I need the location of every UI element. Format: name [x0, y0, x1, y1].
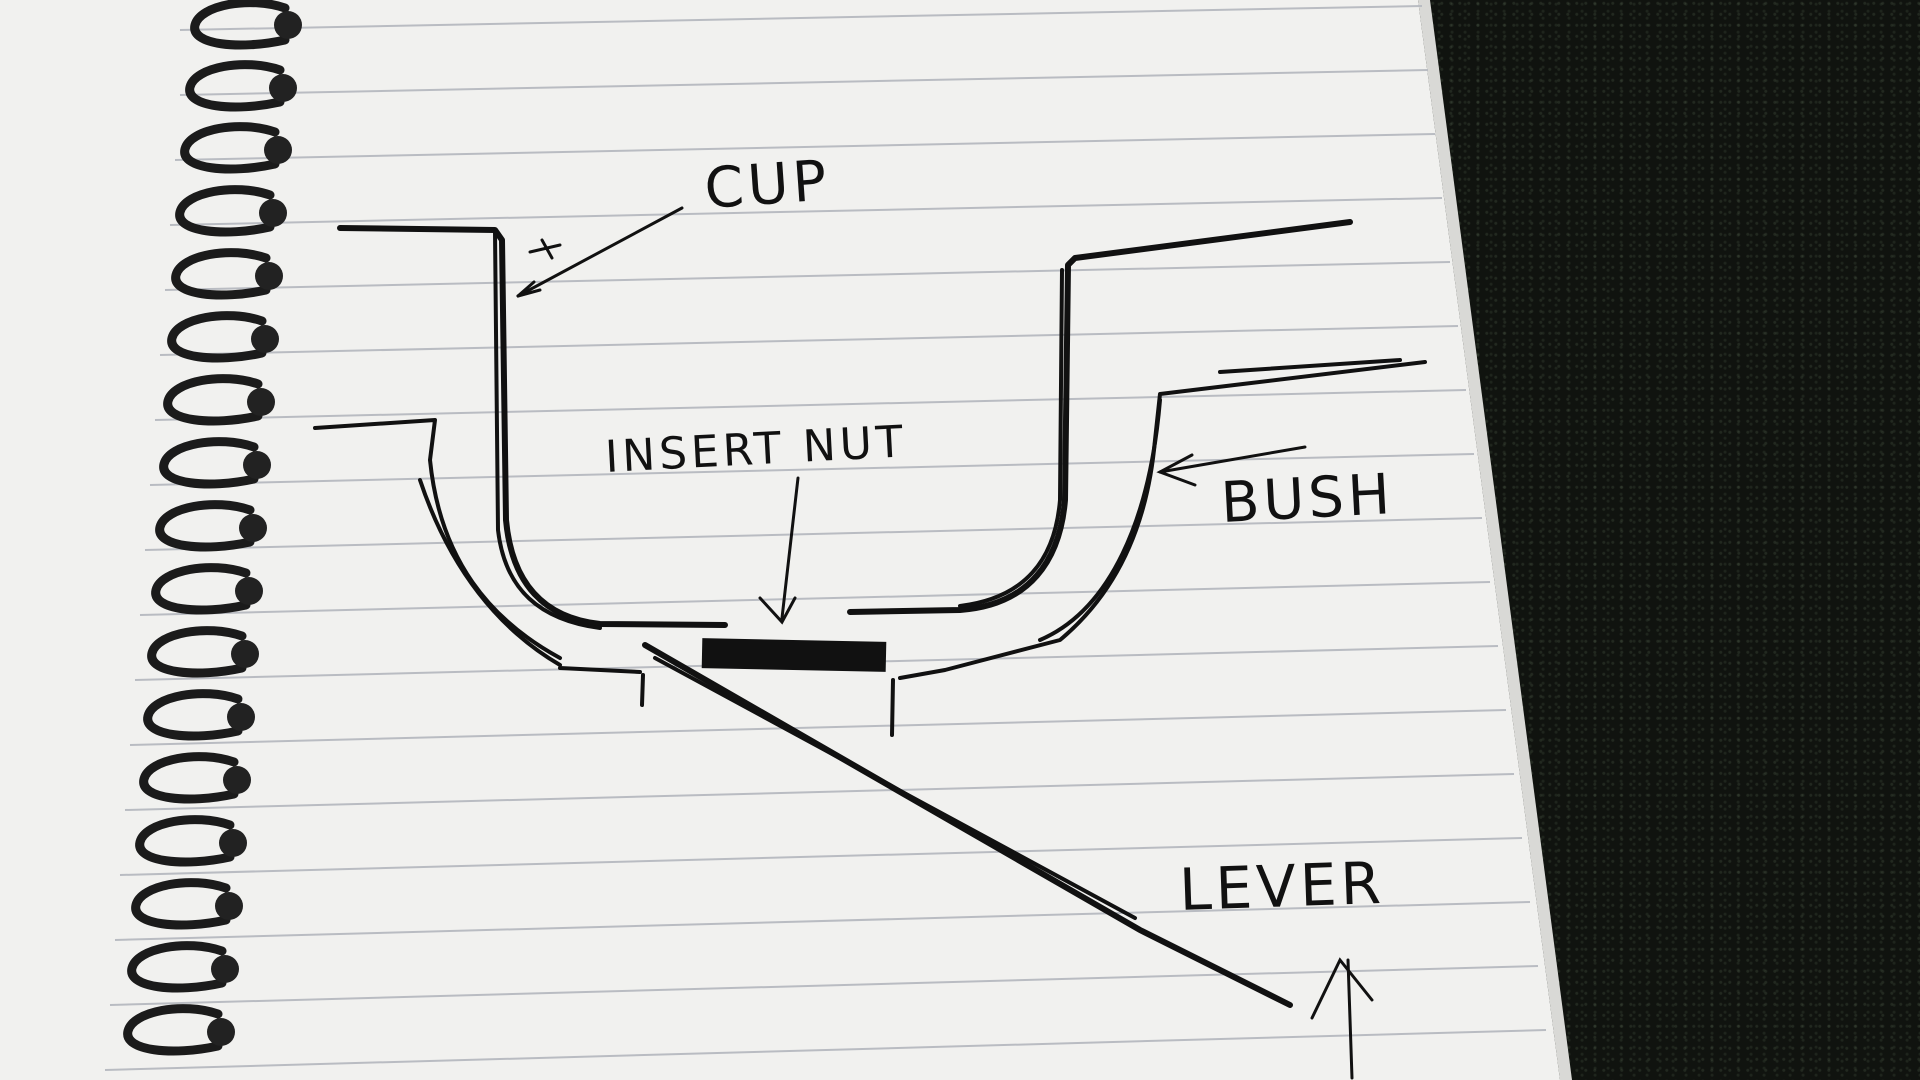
insert-nut-shape — [701, 638, 887, 672]
notebook-page — [0, 0, 1560, 1080]
lever-shape — [642, 642, 1293, 1008]
insert-nut-arrow — [758, 476, 800, 625]
spiral-binding — [123, 0, 290, 1056]
label-cup: CUP — [702, 148, 832, 222]
label-lever: LEVER — [1178, 849, 1386, 924]
spiral-holes — [207, 11, 302, 1046]
bush-outline — [313, 358, 1427, 737]
bush-arrow — [1156, 445, 1307, 487]
cup-leader-arrow — [516, 206, 684, 298]
lever-arrow — [1310, 957, 1374, 1080]
ruled-lines — [104, 5, 1547, 1071]
label-bush: BUSH — [1219, 462, 1395, 536]
cup-outline — [337, 219, 1353, 630]
page-shadow-edge — [1418, 0, 1572, 1080]
